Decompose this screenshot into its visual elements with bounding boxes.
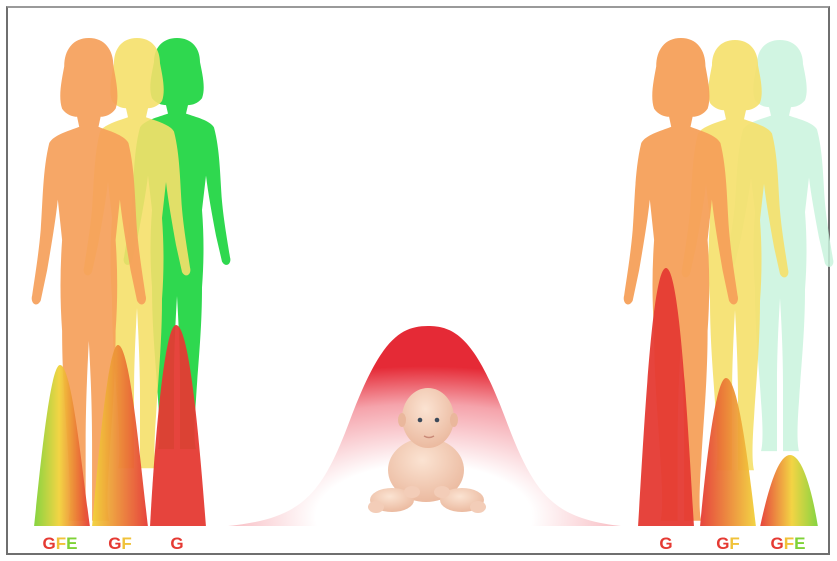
- peak-gfe-right: [760, 455, 818, 527]
